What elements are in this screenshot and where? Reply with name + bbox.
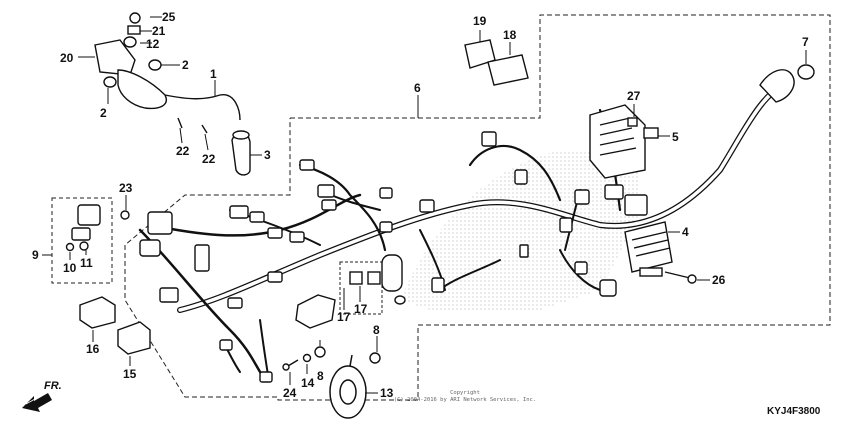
callout-24: 24 <box>283 386 297 400</box>
callout-8b: 8 <box>317 369 324 383</box>
ignition-switch <box>94 12 241 134</box>
callout-22b: 22 <box>202 152 216 166</box>
condenser <box>381 254 406 305</box>
diagram-code: KYJ4F3800 <box>767 406 821 417</box>
callout-17b: 17 <box>354 302 368 316</box>
horn <box>329 354 367 419</box>
callout-11: 11 <box>80 256 93 270</box>
relays-17 <box>349 271 381 285</box>
callout-25: 25 <box>162 10 176 24</box>
plug-cap <box>231 130 251 176</box>
callout-19: 19 <box>473 14 487 28</box>
bolt-26 <box>664 271 697 284</box>
callout-14: 14 <box>301 376 315 390</box>
callout-23: 23 <box>119 181 133 195</box>
part9-parts <box>65 204 130 252</box>
small-fuses <box>627 117 659 139</box>
callout-18: 18 <box>503 28 517 42</box>
callout-15: 15 <box>123 367 137 381</box>
terminal-boot <box>759 64 815 103</box>
callout-13: 13 <box>380 386 394 400</box>
part17-box <box>339 261 383 315</box>
callout-4: 4 <box>682 225 689 239</box>
callout-9: 9 <box>32 248 39 262</box>
callout-12: 12 <box>146 37 160 51</box>
callout-6: 6 <box>414 81 421 95</box>
part9-box <box>51 197 113 284</box>
relay-covers <box>464 39 529 86</box>
connectors <box>139 131 648 383</box>
front-arrow-icon <box>22 393 52 412</box>
copyright-line-1: Copyright <box>450 390 480 396</box>
callout-2: 2 <box>182 58 189 72</box>
leader-lines <box>42 16 807 394</box>
copyright-notice: Copyright (C) 2004-2016 by ARI Network S… <box>380 390 550 404</box>
callout-16: 16 <box>86 342 100 356</box>
copyright-line-2: (C) 2004-2016 by ARI Network Services, I… <box>393 397 537 403</box>
callout-3: 3 <box>264 148 271 162</box>
relays <box>79 296 151 355</box>
callout-7: 7 <box>802 35 809 49</box>
callout-10: 10 <box>63 261 77 275</box>
callout-2b: 2 <box>100 106 107 120</box>
fuse-box <box>589 104 646 179</box>
bracket <box>295 294 336 329</box>
fasteners <box>282 346 381 371</box>
front-direction-label: FR. <box>44 380 62 392</box>
callout-17: 17 <box>337 310 351 324</box>
callout-8: 8 <box>373 323 380 337</box>
callout-26: 26 <box>712 273 726 287</box>
callout-22: 22 <box>176 144 190 158</box>
callout-21: 21 <box>152 24 166 38</box>
callout-27: 27 <box>627 89 641 103</box>
callout-1: 1 <box>210 67 217 81</box>
regulator <box>624 221 673 277</box>
callout-20: 20 <box>60 51 74 65</box>
callout-5: 5 <box>672 130 679 144</box>
